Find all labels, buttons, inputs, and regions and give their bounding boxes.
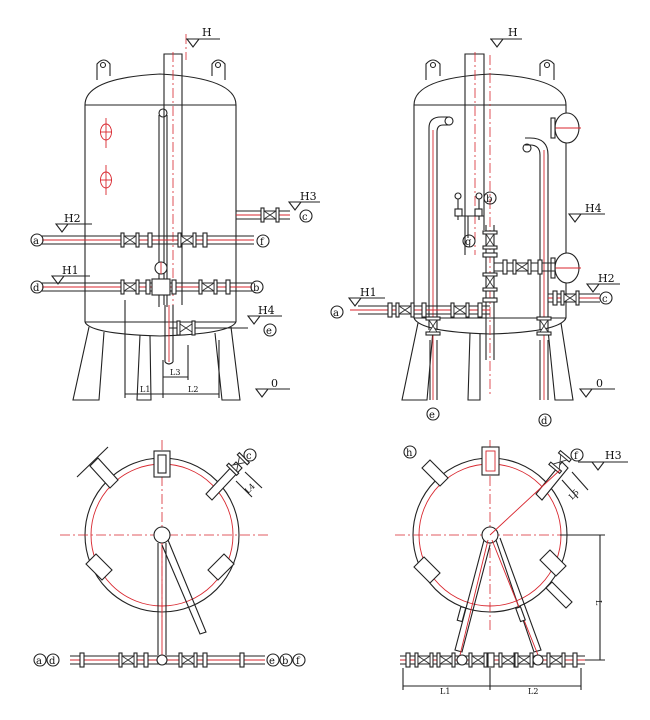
plan-view-right: h f H3 L5 L L1 L2 <box>395 440 628 696</box>
plan-left-label-e: e <box>269 656 275 667</box>
plan-left-label-f: f <box>296 656 301 667</box>
plan-right-label-h: h <box>406 448 413 459</box>
level-label-h3: H3 <box>300 190 317 203</box>
sight-glasses <box>100 118 112 195</box>
vent-pipe-right <box>464 52 485 255</box>
dim-label-l1: L1 <box>140 385 150 394</box>
nozzle-label-a: a <box>33 236 39 247</box>
outlet-riser-right <box>522 137 552 400</box>
level-label-h1-right: H1 <box>360 286 377 299</box>
plan-right-dim-l5: L5 <box>567 488 581 502</box>
plan-left-pipes <box>70 526 265 668</box>
center-column-right <box>482 225 555 360</box>
plan-right-pipes <box>400 469 585 668</box>
plan-view-left: c a d e b f L4 <box>33 440 306 668</box>
nozzle-label-d-right: d <box>541 416 548 427</box>
dim-label-l2: L2 <box>188 385 198 394</box>
nozzle-label-b: b <box>253 283 259 294</box>
drain-e-pipe <box>164 305 248 365</box>
level-label-h2-right: H2 <box>598 272 615 285</box>
piping-upper-h2 <box>42 232 254 248</box>
level-label-ground-right: 0 <box>596 377 603 390</box>
plan-left-label-a: a <box>36 656 42 667</box>
level-label-h4-right: H4 <box>585 202 602 215</box>
dimension-lines-left <box>124 300 220 398</box>
plan-right-level-h3: H3 <box>605 449 622 462</box>
plan-right-level-marker <box>578 461 628 471</box>
nozzle-label-c: c <box>302 212 308 223</box>
piping-h2-right <box>548 290 600 306</box>
nozzle-label-a-right: a <box>333 308 339 319</box>
level-label-ground: 0 <box>271 377 278 390</box>
plan-right-label-f: f <box>574 451 579 462</box>
plan-left-label-c: c <box>246 451 252 462</box>
nozzle-label-c-right: c <box>602 294 608 305</box>
piping-h1-right <box>350 302 490 318</box>
plan-left-nozzles <box>76 446 263 581</box>
plan-right-nozzles <box>413 446 589 609</box>
plan-left-label-d: d <box>49 656 56 667</box>
support-legs <box>72 326 241 401</box>
nozzle-label-b-right: b <box>486 194 492 205</box>
level-label-top-right: H <box>508 26 518 39</box>
nozzle-c-pipe <box>236 207 290 223</box>
nozzle-label-e-right: e <box>429 410 435 421</box>
plan-right-dim-l1: L1 <box>440 687 450 696</box>
level-label-h2: H2 <box>64 212 81 225</box>
nozzle-label-d: d <box>33 283 40 294</box>
level-label-top: H <box>202 26 212 39</box>
nozzle-bubbles-left <box>30 209 313 337</box>
gauge-assembly-right <box>454 192 484 238</box>
plan-left-dim-l4: L4 <box>243 482 257 496</box>
plan-right-dim-l2: L2 <box>528 687 538 696</box>
level-markers-left <box>51 38 320 398</box>
nozzle-label-f: f <box>260 237 265 248</box>
tank-shell <box>84 59 237 337</box>
level-label-h1: H1 <box>62 264 79 277</box>
plan-right-dimensions <box>402 534 605 690</box>
nozzle-label-e: e <box>266 326 272 337</box>
inlet-riser-right <box>425 116 454 400</box>
front-view-right: H H4 H1 H2 0 b g a c e d <box>330 26 620 427</box>
plan-left-label-b: b <box>282 656 288 667</box>
plan-right-dim-l: L <box>594 600 603 606</box>
level-label-h4: H4 <box>258 304 275 317</box>
nozzle-label-g-right: g <box>465 237 472 248</box>
plan-left-bubbles <box>33 448 306 667</box>
nozzle-bubbles-right <box>330 191 613 427</box>
vent-pipe <box>158 34 187 307</box>
manways-right <box>550 112 581 284</box>
dim-label-l3: L3 <box>170 368 180 377</box>
piping-lower-h1 <box>42 261 252 296</box>
front-view-left: H H2 H1 H3 H4 0 a f d b c e L1 L2 L3 <box>30 26 320 401</box>
plan-right-bubbles <box>403 445 584 462</box>
level-markers-right <box>348 38 620 398</box>
